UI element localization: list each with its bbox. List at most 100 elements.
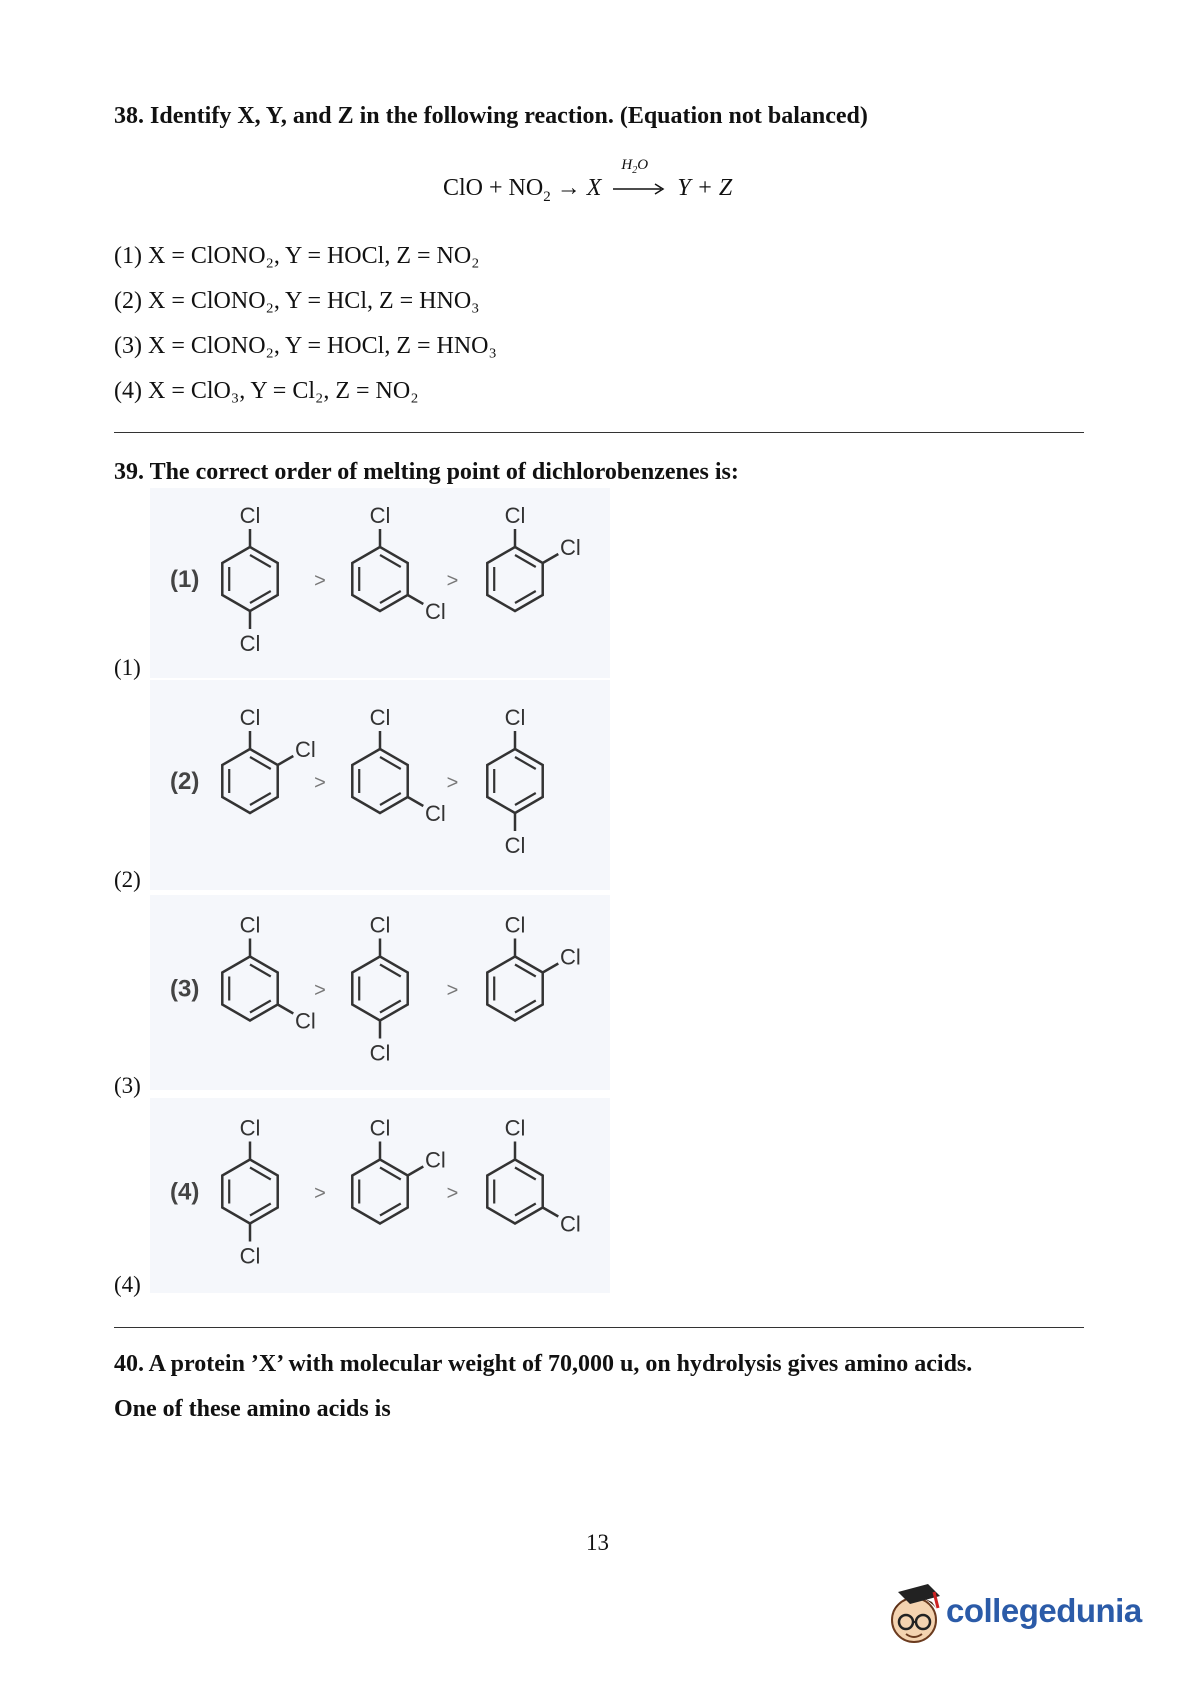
double-bond [379, 1202, 402, 1217]
benzene-ring [221, 955, 279, 1022]
q38-option-4: (4) X = ClO₃, Y = Cl₂, Z = NO₂ [114, 378, 419, 404]
cl-label: Cl [425, 599, 446, 624]
equation-products: Y + Z [677, 175, 733, 201]
double-bond [249, 963, 272, 978]
c-cl-bond [407, 593, 424, 606]
double-bond [379, 1166, 402, 1181]
double-bond [379, 756, 402, 770]
double-bond [514, 590, 537, 604]
image-background [150, 895, 610, 1090]
double-bond [249, 590, 272, 604]
greater-than-sign: > [447, 772, 459, 794]
question-40-line-2: One of these amino acids is [114, 1396, 391, 1422]
cl-label: Cl [240, 1244, 261, 1269]
page-number: 13 [586, 1530, 609, 1555]
benzene-ring [351, 545, 409, 613]
cl-label: Cl [295, 737, 316, 762]
cl-label: Cl [370, 705, 391, 730]
greater-than-sign: > [314, 1183, 326, 1205]
cl-label: Cl [240, 503, 261, 528]
long-arrow-icon [613, 183, 665, 196]
double-bond [514, 963, 537, 978]
double-bond [514, 999, 537, 1014]
q39-option-2-number: (2) [114, 867, 141, 892]
q38-option-3: (3) X = ClONO₂, Y = HOCl, Z = HNO₃ [114, 333, 497, 359]
cl-label: Cl [295, 1009, 316, 1034]
cl-label: Cl [505, 705, 526, 730]
greater-than-sign: > [314, 772, 326, 794]
q39-option-1-number: (1) [114, 655, 141, 680]
cl-label: Cl [240, 913, 261, 938]
cl-label: Cl [370, 913, 391, 938]
greater-than-sign: > [314, 980, 326, 1002]
q39-option-3-number: (3) [114, 1073, 141, 1098]
double-bond [249, 756, 272, 770]
collegedunia-logo: collegedunia [884, 1578, 1146, 1654]
cl-label: Cl [425, 801, 446, 826]
c-cl-bond [277, 754, 294, 767]
double-bond [249, 1202, 272, 1217]
equation-subscript: 2 [543, 188, 551, 205]
c-cl-bond [542, 1206, 559, 1218]
cl-label: Cl [240, 1116, 261, 1141]
benzene-ring [486, 955, 544, 1022]
cl-label: Cl [370, 1041, 391, 1066]
cl-label: Cl [505, 1116, 526, 1141]
labelled-arrow: H2O [611, 157, 667, 202]
cl-label: Cl [505, 503, 526, 528]
double-bond [514, 1166, 537, 1181]
double-bond [379, 792, 402, 806]
cl-label: Cl [370, 503, 391, 528]
greater-than-sign: > [314, 570, 326, 592]
student-mascot-icon [891, 1584, 940, 1643]
c-cl-bond [542, 552, 559, 565]
double-bond [514, 554, 537, 568]
q39-option-4-number: (4) [114, 1272, 141, 1297]
section-divider [114, 432, 1084, 433]
cl-label: Cl [240, 705, 261, 730]
c-cl-bond [407, 1165, 424, 1177]
question-40-line-1: 40. A protein ’X’ with molecular weight … [114, 1351, 973, 1377]
logo-text: collegedunia [946, 1592, 1142, 1629]
equation-reactants: ClO + NO [443, 175, 544, 201]
double-bond [249, 999, 272, 1014]
double-bond [249, 1166, 272, 1181]
greater-than-sign: > [447, 980, 459, 1002]
double-bond [514, 792, 537, 806]
double-bond [514, 756, 537, 770]
benzene-ring [486, 1158, 544, 1225]
cl-label: Cl [505, 833, 526, 858]
greater-than-sign: > [447, 1183, 459, 1205]
image-background [150, 488, 610, 678]
equation-x: X [586, 175, 602, 201]
double-bond [514, 1202, 537, 1217]
benzene-ring [351, 747, 409, 815]
q38-option-2: (2) X = ClONO₂, Y = HCl, Z = HNO₃ [114, 288, 480, 314]
reaction-equation: ClO + NO2 → X H2O Y + Z [443, 157, 733, 206]
cl-label: Cl [240, 631, 261, 656]
c-cl-bond [277, 1003, 294, 1015]
arrow-label: H2O [621, 157, 649, 176]
cl-label: Cl [560, 945, 581, 970]
cl-label: Cl [560, 535, 581, 560]
section-divider [114, 1327, 1084, 1328]
double-bond [379, 554, 402, 568]
q38-option-1: (1) X = ClONO₂, Y = HOCl, Z = NO₂ [114, 243, 480, 269]
double-bond [379, 590, 402, 604]
